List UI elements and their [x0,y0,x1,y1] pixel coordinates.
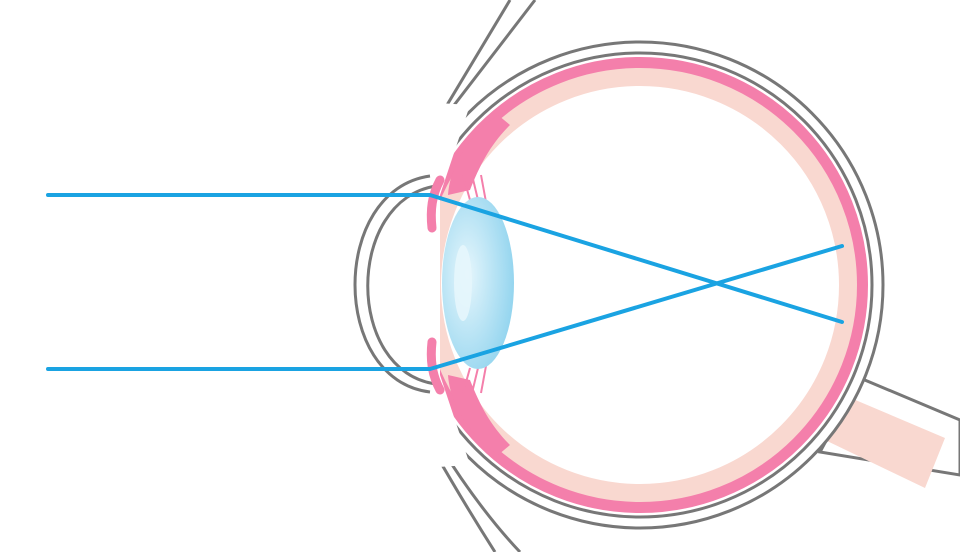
lens-highlight [454,245,472,321]
cornea-inner [366,184,437,386]
light-ray-upper [46,193,844,324]
lens-body [442,197,514,369]
zonule-fibers-upper [462,174,487,203]
light-ray-lower [46,244,844,371]
cornea [353,174,437,394]
ciliary-muscle-lower [448,375,510,455]
lens [442,197,514,369]
light-rays [46,193,844,371]
ciliary-body-upper [426,115,510,233]
zonule-fibers-lower [462,365,487,394]
anterior-opening [390,100,470,470]
iris-upper [426,175,445,233]
cornea-outer [353,174,431,394]
